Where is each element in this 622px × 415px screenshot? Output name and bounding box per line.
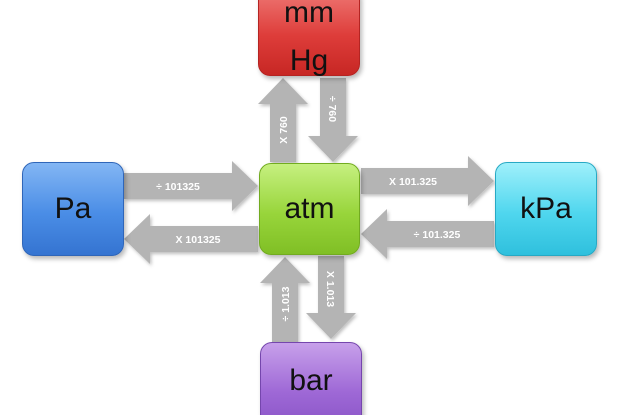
node-bar: bar [260, 342, 362, 415]
arrow-bar-to-atm: ÷ 1.013 [260, 257, 310, 342]
node-pa-label: Pa [54, 192, 92, 225]
node-pa: Pa [22, 162, 124, 256]
arrow-atm-to-pa: X 101325 [124, 214, 258, 264]
node-mmhg-line2: Hg [289, 44, 329, 77]
arrow-kpa-to-atm: ÷ 101.325 [361, 209, 494, 259]
arrow-atm-to-pa-label: X 101325 [176, 234, 221, 246]
node-bar-label: bar [289, 364, 333, 397]
arrow-pa-to-atm-label: ÷ 101325 [156, 181, 200, 193]
arrow-atm-to-bar-label: X 1.013 [324, 271, 336, 307]
arrow-mmhg-to-atm: ÷ 760 [308, 78, 358, 162]
arrow-atm-to-mmhg-label: X 760 [278, 116, 290, 144]
arrow-atm-to-kpa: X 101.325 [361, 156, 494, 206]
arrow-pa-to-atm: ÷ 101325 [124, 161, 258, 211]
node-kpa-label: kPa [520, 192, 572, 225]
node-kpa: kPa [495, 162, 597, 256]
arrow-atm-to-bar: X 1.013 [306, 256, 356, 339]
node-atm: atm [259, 163, 360, 255]
arrow-bar-to-atm-label: ÷ 1.013 [280, 286, 292, 321]
node-atm-label: atm [284, 192, 335, 225]
node-mmhg-line1: mm [284, 0, 334, 29]
arrow-kpa-to-atm-label: ÷ 101.325 [414, 229, 461, 241]
arrow-atm-to-mmhg: X 760 [258, 78, 308, 162]
node-mmhg: mm Hg [258, 0, 360, 77]
arrow-atm-to-kpa-label: X 101.325 [389, 176, 437, 188]
arrow-mmhg-to-atm-label: ÷ 760 [326, 96, 338, 122]
